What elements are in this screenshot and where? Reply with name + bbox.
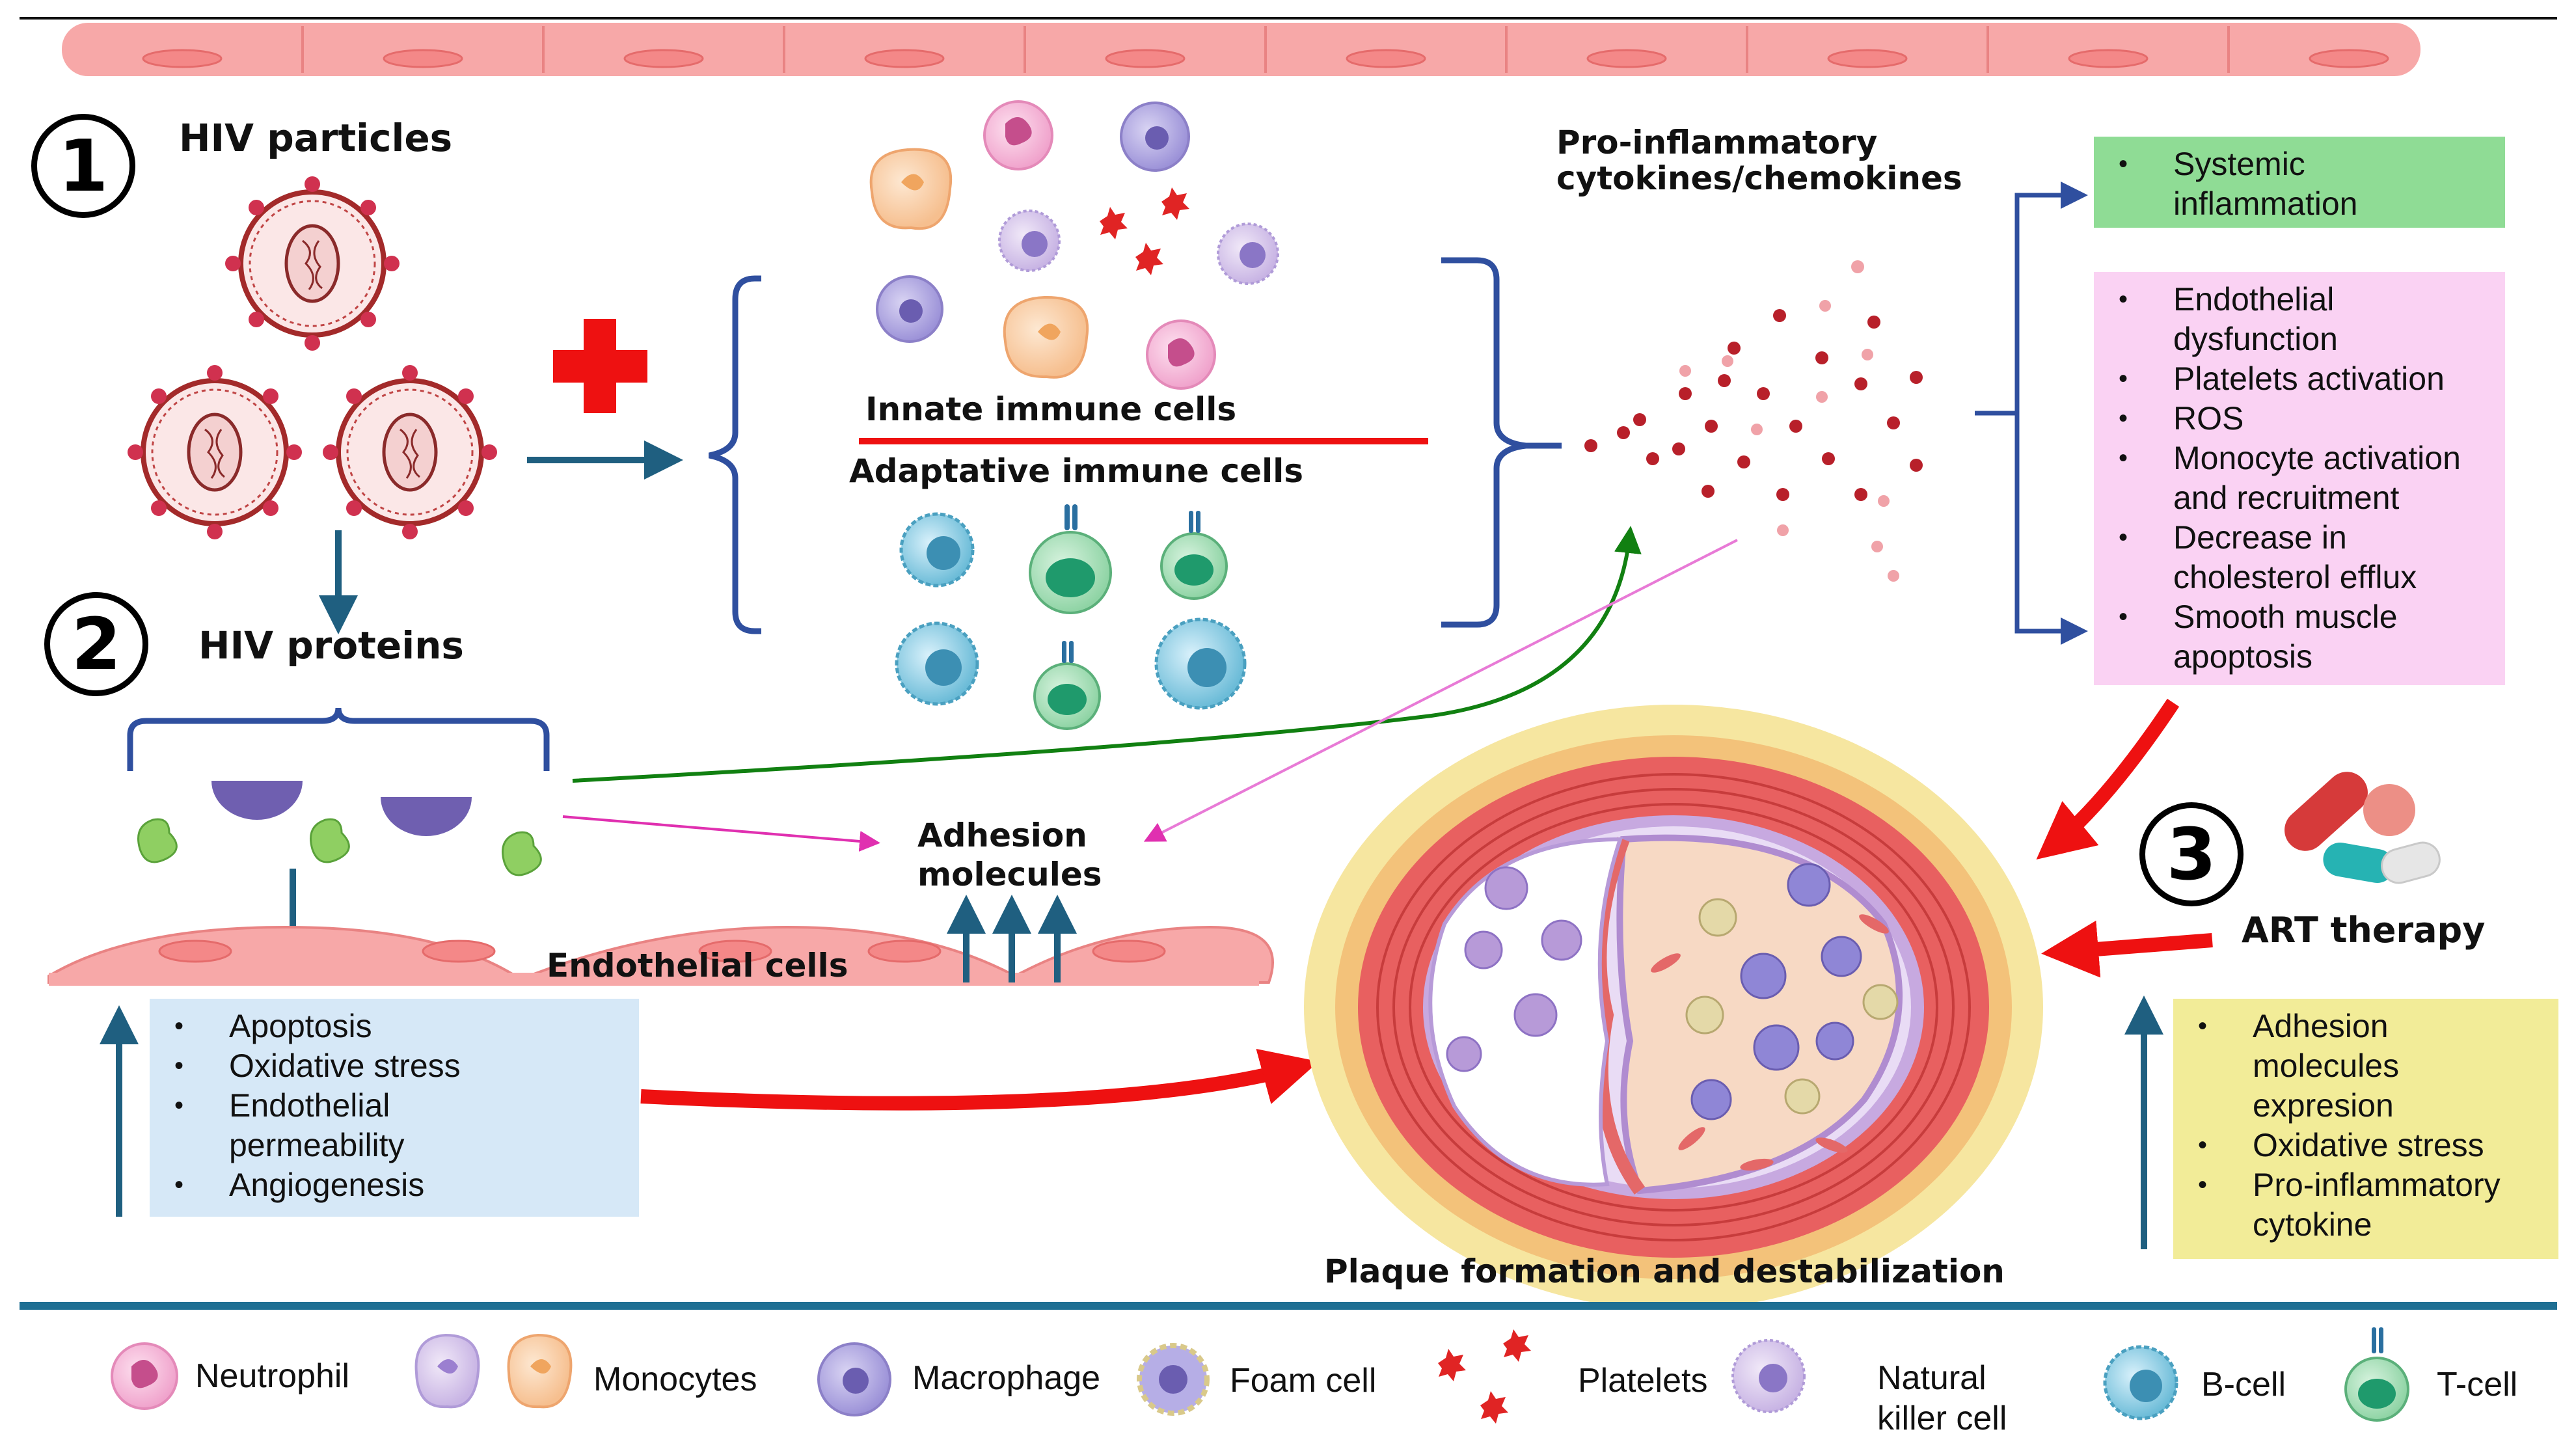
cytokine-output-bracket [1975,182,2088,645]
macrophage-icon [817,1342,891,1416]
pro-inflammatory-title-line2: cytokines/chemokines [1556,159,1962,197]
platelets-icon [1438,1329,1531,1424]
monocyte-icon [869,148,953,230]
b-cell-icon [2103,1345,2178,1420]
step-2-badge: 2 [44,592,148,696]
immune-close-bracket [1441,257,1526,628]
adhesion-molecules-line2: molecules [917,856,1102,893]
hiv-particles-title: HIV particles [179,116,453,160]
artery-cross-section [1304,705,2043,1310]
art-effect-item: Oxidative stress [2191,1126,2544,1165]
arrow-proteins-to-adhesion [562,815,880,852]
neutrophil-icon [111,1342,178,1410]
endothelial-effect-item: Angiogenesis [168,1165,625,1205]
legend-foam-cell: Foam cell [1230,1362,1377,1400]
plaque-title: Plaque formation and destabilization [1324,1253,2005,1290]
t-cell-icon [2344,1327,2409,1422]
step-1-badge: 1 [31,114,135,218]
b-cell-icon [899,512,975,588]
purple-protein-icon [211,781,303,820]
step-3-badge: 3 [2139,802,2244,906]
legend-nk-line2: killer cell [1877,1400,2007,1437]
hiv-particle-icon [128,365,302,539]
legend-nk-line1: Natural [1877,1359,1986,1397]
legend-t-cell: T-cell [2437,1366,2518,1403]
arrow-art-to-plaque [2041,920,2213,978]
natural-killer-cell-icon [998,210,1061,272]
top-endothelium [62,23,2420,76]
hiv-protein-icons [137,781,542,876]
hiv-particle-icon [225,176,400,351]
purple-protein-icon [381,797,472,836]
t-cell-icon [1033,641,1101,730]
hiv-particle-icon [323,365,497,539]
adhesion-molecules-line1: Adhesion [917,817,1087,854]
monocyte-icon [414,1333,480,1409]
pro-inflammatory-title-line1: Pro-inflammatory [1556,124,1878,161]
macrophage-icon [876,275,943,343]
endothelial-cells-label: Endothelial cells [547,947,848,984]
arrow-proteins-to-cytokines [572,526,1642,783]
art-therapy-title: ART therapy [2242,910,2486,951]
effect-item: Platelets activation [2112,359,2491,399]
green-protein-icon [137,818,178,863]
cytokine-dots [1584,260,1923,582]
legend-monocytes: Monocytes [593,1361,757,1398]
endothelial-effects-box: Apoptosis Oxidative stress Endothelialpe… [150,999,639,1217]
hiv-particle-icons [128,176,497,539]
neutrophil-icon [983,100,1053,170]
immune-open-bracket [709,275,761,634]
arrow-effects-to-plaque [2036,698,2180,860]
legend-macrophage: Macrophage [912,1359,1101,1397]
endothelial-effect-item: Apoptosis [168,1007,625,1046]
proteins-bracket [127,707,550,771]
innate-cell-icons [869,100,1279,390]
legend-platelets: Platelets [1578,1362,1708,1400]
t-cell-icon [1160,511,1228,600]
plus-icon [553,319,647,413]
legend-icons [111,1327,2409,1424]
arrow-endothelium-to-plaque [640,1048,1319,1111]
arrow-cytokines-to-adhesion [1143,539,1738,842]
platelet-icon [1100,187,1189,275]
endothelial-effect-item: Oxidative stress [168,1046,625,1086]
b-cell-icon [1154,617,1247,710]
t-cell-icon [1029,504,1112,614]
foam-cell-icon [1137,1343,1210,1416]
legend-b-cell: B-cell [2201,1366,2286,1403]
natural-killer-cell-icon [1217,223,1279,285]
effect-item: ROS [2112,399,2491,439]
adaptive-cell-icons [895,504,1247,730]
green-protein-icon [502,831,542,876]
innate-immune-title: Innate immune cells [865,390,1237,428]
monocyte-icon [1003,295,1089,379]
adaptative-immune-title: Adaptative immune cells [849,452,1304,490]
monocyte-icon [507,1333,573,1409]
natural-killer-cell-icon [1731,1339,1806,1413]
legend-neutrophil: Neutrophil [195,1357,350,1395]
macrophage-icon [1120,102,1190,172]
green-protein-icon [310,818,350,863]
neutrophil-icon [1146,319,1216,390]
pills-icon [2285,772,2441,884]
hiv-proteins-title: HIV proteins [198,623,464,668]
b-cell-icon [895,621,979,706]
adhesion-up-arrows [947,895,1077,982]
